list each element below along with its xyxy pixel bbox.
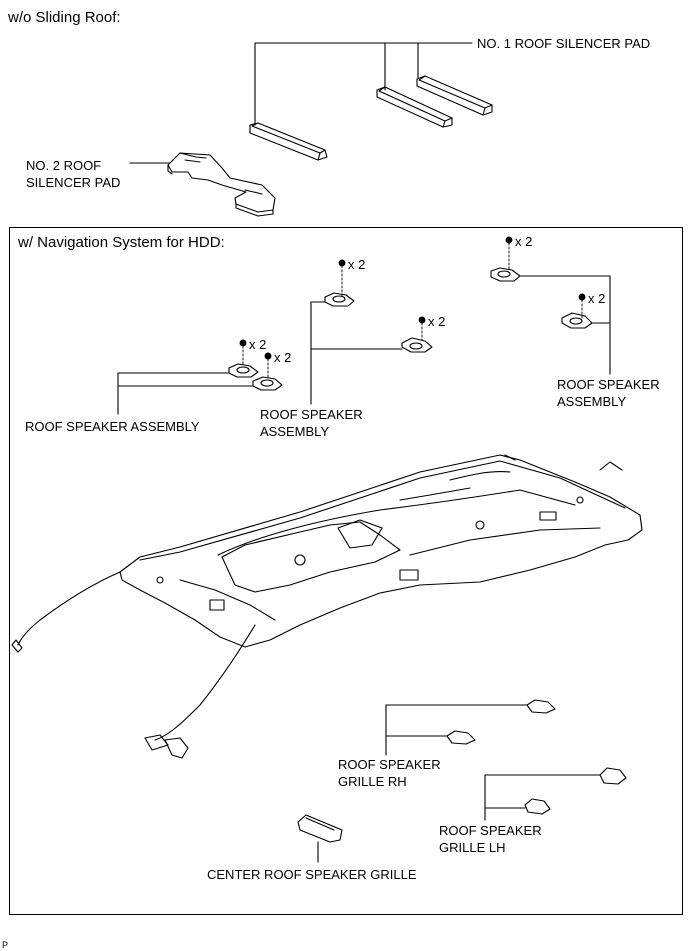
label-roof-speaker-assembly-middle: ROOF SPEAKER ASSEMBLY <box>260 407 363 439</box>
page-code: P <box>2 940 9 950</box>
label-no1-roof-silencer-pad: NO. 1 ROOF SILENCER PAD <box>477 36 651 51</box>
label-center-roof-speaker-grille: CENTER ROOF SPEAKER GRILLE <box>207 867 417 882</box>
screw-count: x 2 <box>274 350 292 365</box>
screw-count: x 2 <box>428 314 446 329</box>
no2-roof-silencer-pad <box>129 152 276 217</box>
screw-count: x 2 <box>515 234 533 249</box>
roof-speaker-leader-lines <box>117 275 611 415</box>
roof-speaker-screws <box>239 236 586 379</box>
center-roof-speaker-grille <box>297 814 343 863</box>
label-roof-speaker-grille-rh: ROOF SPEAKER GRILLE RH <box>338 757 441 789</box>
section-title-navigation-system: w/ Navigation System for HDD: <box>18 234 225 251</box>
section-title-without-sliding-roof: w/o Sliding Roof: <box>8 9 121 26</box>
roof-speaker-grille-rh <box>385 699 556 756</box>
navigation-system-frame <box>9 227 683 915</box>
label-roof-speaker-assembly-left: ROOF SPEAKER ASSEMBLY <box>25 419 200 434</box>
screw-count: x 2 <box>348 257 366 272</box>
label-no2-roof-silencer-pad: NO. 2 ROOF SILENCER PAD <box>26 158 121 190</box>
screw-count: x 2 <box>249 337 267 352</box>
label-roof-speaker-assembly-right: ROOF SPEAKER ASSEMBLY <box>557 377 660 409</box>
label-roof-speaker-grille-lh: ROOF SPEAKER GRILLE LH <box>439 823 542 855</box>
screw-count: x 2 <box>588 291 606 306</box>
roof-speaker-units <box>228 267 593 391</box>
roof-speaker-grille-lh <box>484 767 627 821</box>
no1-roof-silencer-pad-group <box>249 42 493 161</box>
roof-headliner <box>11 454 643 759</box>
